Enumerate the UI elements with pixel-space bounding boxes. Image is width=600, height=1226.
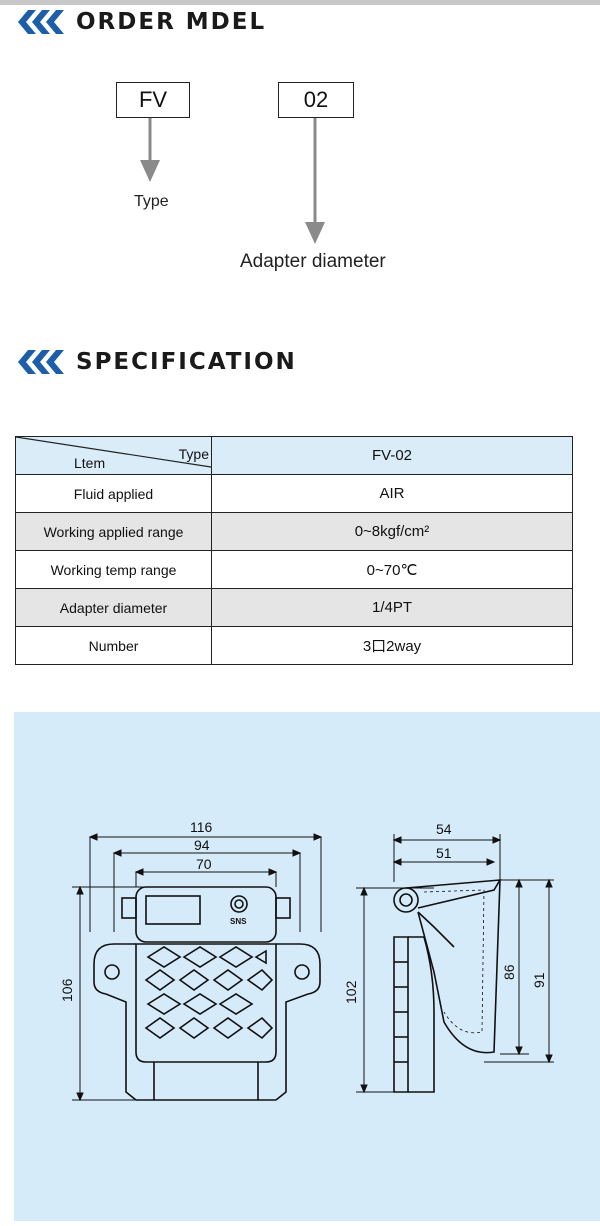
spec-title: SPECIFICATION bbox=[76, 349, 297, 375]
dim-51: 51 bbox=[436, 845, 452, 861]
dim-54: 54 bbox=[436, 821, 452, 837]
technical-drawing: 116 94 70 106 54 51 102 86 91 SNS bbox=[59, 819, 554, 1102]
type-label: Type bbox=[134, 193, 169, 210]
dim-102: 102 bbox=[343, 980, 359, 1004]
order-heading: ORDER MDEL bbox=[16, 8, 266, 36]
table-row: Fluid applied AIR bbox=[15, 474, 573, 513]
dim-106: 106 bbox=[59, 978, 75, 1002]
row-value: AIR bbox=[211, 474, 573, 513]
triple-chevron-icon bbox=[18, 10, 64, 34]
brand-mark: SNS bbox=[230, 917, 247, 926]
row-value: 3口2way bbox=[211, 626, 573, 665]
row-item: Adapter diameter bbox=[15, 588, 212, 627]
row-item: Working temp range bbox=[15, 550, 212, 589]
row-value: 0~8kgf/cm² bbox=[211, 512, 573, 551]
dim-91: 91 bbox=[531, 972, 547, 988]
table-row: Working applied range 0~8kgf/cm² bbox=[15, 512, 573, 551]
table-row: Working temp range 0~70℃ bbox=[15, 550, 573, 589]
dim-94: 94 bbox=[194, 837, 210, 853]
header-item-label: Ltem bbox=[74, 455, 106, 471]
spec-header-row: Type Ltem FV-02 bbox=[15, 436, 573, 475]
row-item: Number bbox=[15, 626, 212, 665]
top-bar bbox=[0, 0, 600, 5]
spec-table: Type Ltem FV-02 Fluid applied AIR Workin… bbox=[15, 436, 573, 665]
table-row: Number 3口2way bbox=[15, 626, 573, 665]
type-code-box: FV bbox=[116, 82, 190, 118]
table-row: Adapter diameter 1/4PT bbox=[15, 588, 573, 627]
row-value: 0~70℃ bbox=[211, 550, 573, 589]
row-item: Working applied range bbox=[15, 512, 212, 551]
type-arrow-head bbox=[140, 160, 160, 182]
row-item: Fluid applied bbox=[15, 474, 212, 513]
spec-heading: SPECIFICATION bbox=[16, 348, 297, 376]
order-arrows bbox=[140, 118, 325, 244]
header-type-label: Type bbox=[178, 446, 209, 462]
order-title: ORDER MDEL bbox=[76, 9, 267, 35]
header-model: FV-02 bbox=[211, 436, 573, 475]
row-value: 1/4PT bbox=[211, 588, 573, 627]
dim-86: 86 bbox=[501, 964, 517, 980]
header-diagonal bbox=[16, 437, 211, 468]
dim-70: 70 bbox=[196, 856, 212, 872]
diameter-code-box: 02 bbox=[278, 82, 354, 118]
dim-116: 116 bbox=[190, 819, 213, 835]
diameter-label: Adapter diameter bbox=[240, 251, 386, 272]
dimension-drawing-panel: 116 94 70 106 54 51 102 86 91 SNS bbox=[14, 712, 600, 1221]
spec-header-corner: Type Ltem bbox=[15, 436, 212, 475]
triple-chevron-icon bbox=[18, 350, 64, 374]
diameter-arrow-head bbox=[305, 222, 325, 244]
